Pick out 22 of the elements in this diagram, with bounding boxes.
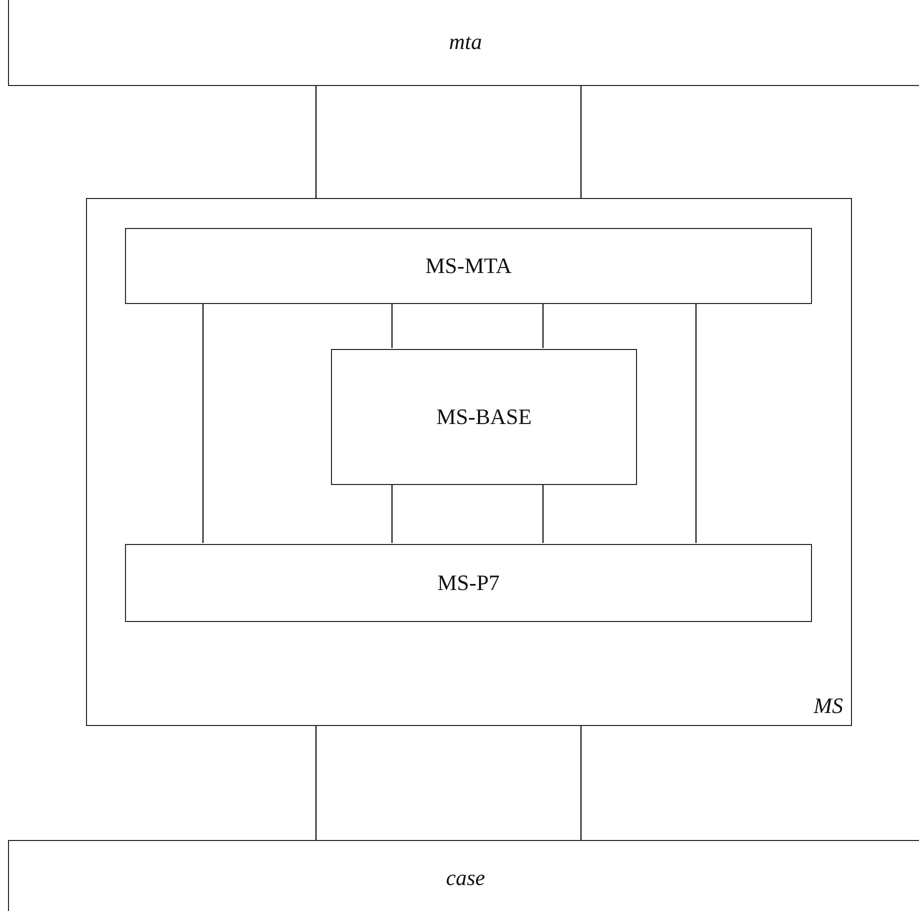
layer-box <box>8 0 919 86</box>
connector-line <box>580 86 582 198</box>
module-box <box>125 228 812 304</box>
module-box <box>331 349 637 485</box>
box-label: mta <box>449 29 482 55</box>
connector-line <box>695 303 697 543</box>
connector-line <box>580 726 582 840</box>
box-label: case <box>446 864 486 890</box>
connector-line <box>542 484 544 543</box>
connector-line <box>315 86 317 198</box>
box-label: MS-BASE <box>436 404 532 430</box>
module-box <box>125 544 812 622</box>
box-label: MS <box>814 693 843 719</box>
box-label: MS-P7 <box>437 570 500 596</box>
connector-line <box>202 303 204 543</box>
connector-line <box>315 726 317 840</box>
connector-line <box>391 303 393 348</box>
connector-line <box>542 303 544 348</box>
layer-box <box>8 840 919 911</box>
connector-line <box>391 484 393 543</box>
box-label: MS-MTA <box>425 253 512 279</box>
module-container-box <box>86 198 852 726</box>
